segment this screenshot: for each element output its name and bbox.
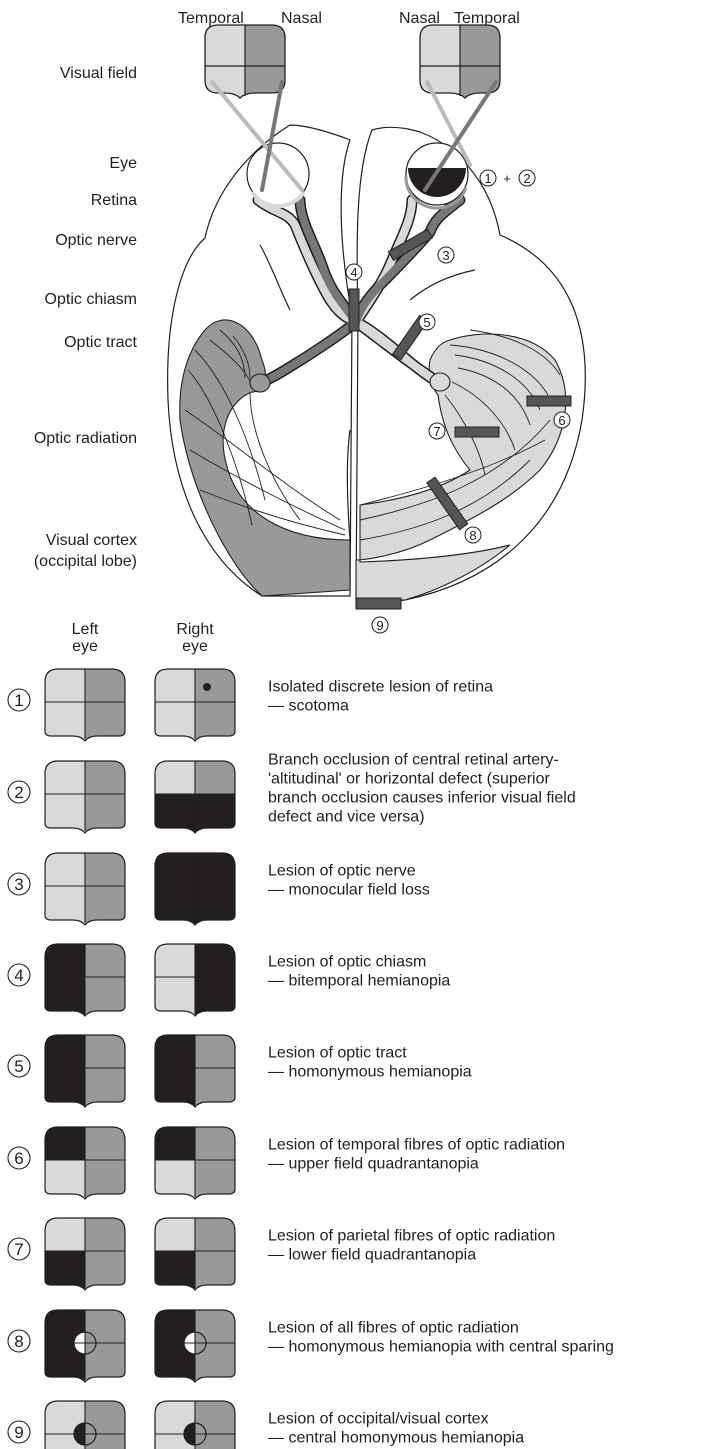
defect-description-line: Branch occlusion of central retinal arte… xyxy=(268,752,559,769)
defect-description-line: Lesion of optic nerve xyxy=(268,863,416,880)
right-eye-field xyxy=(153,1033,237,1113)
marker-plus-text: + xyxy=(503,171,511,186)
lesion-bar-9 xyxy=(356,598,401,609)
left-eye-field xyxy=(43,1125,127,1205)
label-occipital-lobe: (occipital lobe) xyxy=(34,553,137,570)
right-eye-field xyxy=(153,667,237,747)
left-eye-visual-field xyxy=(200,20,290,105)
row-number: 4 xyxy=(14,966,23,985)
right-eye-field xyxy=(153,1216,237,1296)
right-eye-field xyxy=(153,1399,237,1449)
left-eye-field xyxy=(43,1308,127,1388)
defect-row: 7 Lesion of parietal fibres of optic radi… xyxy=(8,1216,555,1296)
right-eye-field xyxy=(153,851,237,931)
defect-description-line: Lesion of parietal fibres of optic radia… xyxy=(268,1228,555,1245)
defect-description-line: Lesion of temporal fibres of optic radia… xyxy=(268,1137,565,1154)
lesion-bar-7 xyxy=(455,427,499,437)
left-eye-field xyxy=(43,1033,127,1113)
defect-description-line: Isolated discrete lesion of retina xyxy=(268,679,493,696)
left-lgn xyxy=(250,374,270,392)
defect-description-line: Lesion of optic tract xyxy=(268,1045,407,1062)
lesion-bar-6 xyxy=(527,396,571,406)
defect-description-line: — scotoma xyxy=(268,698,349,715)
left-eye-field xyxy=(43,667,127,747)
row-number: 1 xyxy=(14,691,23,710)
row-number: 8 xyxy=(14,1332,23,1351)
marker-6-text: 6 xyxy=(558,413,565,428)
left-eye-field xyxy=(43,1216,127,1296)
row-number: 2 xyxy=(14,783,23,802)
defect-description-line: — central homonymous hemianopia xyxy=(268,1430,524,1447)
defect-row: 9 Lesion of occipital/visual cortex — cent… xyxy=(8,1399,524,1449)
marker-4-text: 4 xyxy=(350,265,357,280)
right-eye-field xyxy=(153,1125,237,1205)
defect-description-line: — bitemporal hemianopia xyxy=(268,973,450,990)
defect-description-line: — homonymous hemianopia with central spa… xyxy=(268,1339,614,1356)
defect-row: 2 Branch occlusion of central retinal art… xyxy=(8,752,576,840)
row-number: 3 xyxy=(14,875,23,894)
defect-description-line: defect and vice versa) xyxy=(268,809,425,826)
defect-row: 4 Lesion of optic chiasm — bitemporal hemi… xyxy=(8,942,450,1022)
col-right-eye-line1: Right xyxy=(176,621,214,638)
left-eye-field xyxy=(43,759,127,839)
col-right-eye-line2: eye xyxy=(182,638,208,655)
left-eye-field xyxy=(43,1399,127,1449)
marker-5-text: 5 xyxy=(423,315,430,330)
row-number: 7 xyxy=(14,1240,23,1259)
label-optic-chiasm: Optic chiasm xyxy=(45,291,137,308)
right-eye-field xyxy=(153,1308,237,1388)
defect-row: 1 Isolated discrete lesion of retina — sco… xyxy=(8,667,493,747)
label-optic-tract: Optic tract xyxy=(64,334,137,351)
defect-row: 8 Lesion of all fibres of optic radiation… xyxy=(8,1308,614,1388)
defect-description-line: Lesion of all fibres of optic radiation xyxy=(268,1320,519,1337)
right-eye xyxy=(406,143,468,208)
right-eye-field xyxy=(153,942,237,1022)
defect-row: 3 Lesion of optic nerve — monocular field … xyxy=(8,851,430,931)
col-left-eye-line1: Left xyxy=(72,621,99,638)
defect-table: 1 Isolated discrete lesion of retina — sco… xyxy=(8,667,614,1449)
defect-description-line: — homonymous hemianopia xyxy=(268,1064,472,1081)
defect-row: 6 Lesion of temporal fibres of optic radi… xyxy=(8,1125,565,1205)
label-retina: Retina xyxy=(91,192,137,209)
label-visual-cortex: Visual cortex xyxy=(46,532,137,549)
marker-2-text: 2 xyxy=(523,171,530,186)
label-visual-field: Visual field xyxy=(60,65,137,82)
right-lgn xyxy=(430,373,450,391)
defect-row: 5 Lesion of optic tract — homonymous hemia… xyxy=(8,1033,472,1113)
col-left-eye-line2: eye xyxy=(72,638,98,655)
right-eye-field xyxy=(153,759,237,839)
row-number: 9 xyxy=(14,1423,23,1442)
defect-description-line: — monocular field loss xyxy=(268,882,430,899)
marker-1-text: 1 xyxy=(484,171,491,186)
marker-9-text: 9 xyxy=(376,618,383,633)
defect-description-line: Lesion of occipital/visual cortex xyxy=(268,1411,489,1428)
left-eye-field xyxy=(43,942,127,1022)
marker-8-text: 8 xyxy=(469,528,476,543)
marker-7-text: 7 xyxy=(433,424,440,439)
row-number: 6 xyxy=(14,1149,23,1168)
label-optic-nerve: Optic nerve xyxy=(55,232,137,249)
label-eye: Eye xyxy=(109,155,137,172)
defect-description-line: — upper field quadrantanopia xyxy=(268,1156,479,1173)
defect-description-line: Lesion of optic chiasm xyxy=(268,954,426,971)
left-nasal-label: Nasal xyxy=(281,10,322,27)
defect-description-line: — lower field quadrantanopia xyxy=(268,1247,476,1264)
lesion-bar-4 xyxy=(349,289,359,331)
defect-description-line: branch occlusion causes inferior visual … xyxy=(268,790,576,807)
marker-3-text: 3 xyxy=(442,248,449,263)
left-eye xyxy=(247,143,309,206)
label-optic-radiation: Optic radiation xyxy=(34,430,137,447)
defect-description-line: 'altitudinal' or horizontal defect (supe… xyxy=(268,771,550,788)
row-number: 5 xyxy=(14,1057,23,1076)
scotoma-dot xyxy=(203,683,211,691)
left-eye-field xyxy=(43,851,127,931)
